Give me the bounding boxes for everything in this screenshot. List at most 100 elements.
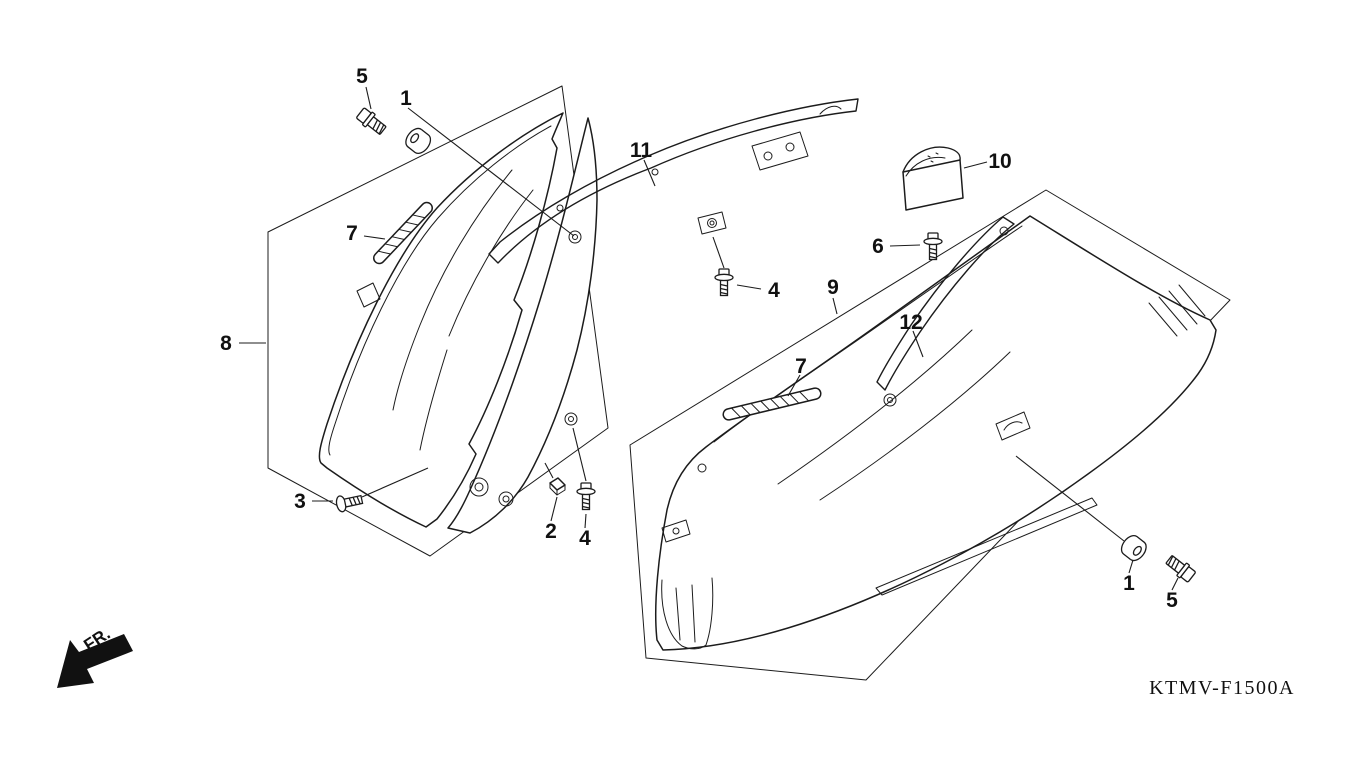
leader-4-upper (736, 284, 762, 290)
tab-hole-inner (709, 220, 715, 226)
callout-label-5-right: 5 (1166, 589, 1178, 612)
cover-10-texture (927, 152, 939, 163)
part-5-bolt-left (354, 105, 389, 138)
assembly-axis-lines (361, 107, 1125, 542)
mount-boss-mid-inner (568, 416, 574, 422)
callout-label-3: 3 (294, 490, 306, 513)
tab-hole (697, 463, 707, 473)
lower-hole-1-outer (469, 477, 489, 497)
callout-label-12: 12 (899, 311, 922, 334)
cover-10-top (902, 146, 961, 173)
leader-2 (550, 496, 558, 522)
callout-label-1-right: 1 (1123, 572, 1135, 595)
right-cover-bracket (661, 519, 691, 543)
leader-10 (963, 161, 988, 169)
part-12-upper-rail (876, 216, 1015, 391)
left-cover-swoosh-3 (419, 349, 448, 451)
part-7-rubber-strip-right (722, 387, 822, 421)
boot-outline (661, 577, 714, 650)
callout-leader-lines (239, 86, 1179, 591)
left-cover-inner-edge (328, 125, 552, 456)
rail-11-tab (697, 211, 727, 235)
part-4-screw-upper (714, 268, 734, 297)
leader-7-right (787, 374, 801, 397)
part-9-right-side-cover (655, 215, 1217, 651)
clip-sides (549, 482, 566, 496)
front-direction-indicator: FR. (57, 624, 133, 688)
front-arrow-icon (57, 634, 133, 688)
callout-label-7-right: 7 (795, 355, 807, 378)
diagram-code: KTMV-F1500A (1149, 677, 1295, 699)
leader-5-left (365, 86, 372, 110)
lower-hole-2-inner (502, 495, 510, 503)
callout-label-4-upper: 4 (768, 279, 780, 302)
part-3-screw (334, 491, 365, 514)
part-7-rubber-strip-left (373, 201, 433, 265)
leader-7-left (363, 235, 386, 240)
leader-11 (643, 159, 656, 187)
left-cover-swoosh-1 (392, 169, 513, 411)
cover-10-front (902, 159, 964, 211)
callout-label-7-left: 7 (346, 222, 358, 245)
part-11-upper-rail (488, 98, 859, 264)
tab-hole-outer (707, 218, 717, 228)
rail-11-hook (819, 105, 842, 115)
callout-labels: 5 1 11 10 7 6 4 9 12 8 7 3 2 4 1 5 (220, 65, 1178, 612)
axis-screw4-lower (572, 427, 587, 482)
callout-label-11: 11 (630, 139, 653, 162)
lower-hole-2-outer (498, 491, 514, 507)
leader-9 (832, 297, 838, 315)
hatch-lines (1148, 284, 1206, 337)
part-5-bolt-right (1163, 552, 1198, 585)
part-4-screw-lower (576, 482, 596, 511)
left-cover-pad (356, 282, 381, 308)
callout-label-9: 9 (827, 276, 839, 299)
right-cover-logo-plate (995, 411, 1031, 441)
clip-top (549, 477, 566, 491)
callout-label-4-lower: 4 (579, 527, 591, 550)
callout-label-6: 6 (872, 235, 884, 258)
boundary-outline-right (629, 189, 1231, 681)
axis-line-right (1015, 455, 1125, 542)
axis-screw3 (361, 467, 429, 498)
part-10-rear-cover (902, 146, 964, 211)
leader-12 (912, 330, 924, 358)
axis-screw4-upper (712, 236, 725, 269)
right-cover-swoosh-1 (777, 329, 973, 485)
rail-11-hole-1 (651, 168, 659, 176)
rail-11-bracket (751, 131, 809, 171)
bracket-hole (672, 527, 680, 535)
part-2-clip (549, 477, 566, 496)
callout-label-5-left: 5 (356, 65, 368, 88)
boot-ribs (675, 584, 696, 643)
part-1-grommet-right (1117, 531, 1151, 565)
leader-5-right (1171, 577, 1179, 591)
cover-10-top-edge (905, 156, 946, 177)
left-cover-inner-panel (447, 117, 598, 534)
boundary-outline-left (267, 85, 609, 557)
lower-hole-1-inner (474, 482, 484, 492)
bracket-hole-2 (785, 142, 795, 152)
mount-boss-inner (887, 397, 893, 403)
callout-label-1-left: 1 (400, 87, 412, 110)
callout-label-10: 10 (988, 150, 1011, 173)
strip-body (373, 201, 433, 265)
mount-boss-outer (883, 393, 897, 407)
strip-hatch (731, 391, 809, 418)
strip-hatch (378, 214, 426, 255)
assembly-boundary-left (267, 85, 609, 557)
axis-clip2 (544, 462, 554, 479)
right-cover-swoosh-2 (819, 351, 1011, 501)
leader-6 (889, 244, 921, 247)
callout-label-8: 8 (220, 332, 232, 355)
rail-11-hole-2 (556, 204, 564, 212)
right-cover-front-boot (661, 577, 714, 650)
part-8-left-side-cover (318, 112, 564, 528)
rail-12-hole (999, 226, 1009, 236)
left-cover-swoosh-2 (448, 189, 534, 337)
rail-11-outline (488, 98, 859, 264)
inner-panel-outline (447, 117, 598, 534)
right-cover-vent-hatch (1148, 284, 1206, 337)
mount-boss-mid-outer (564, 412, 578, 426)
